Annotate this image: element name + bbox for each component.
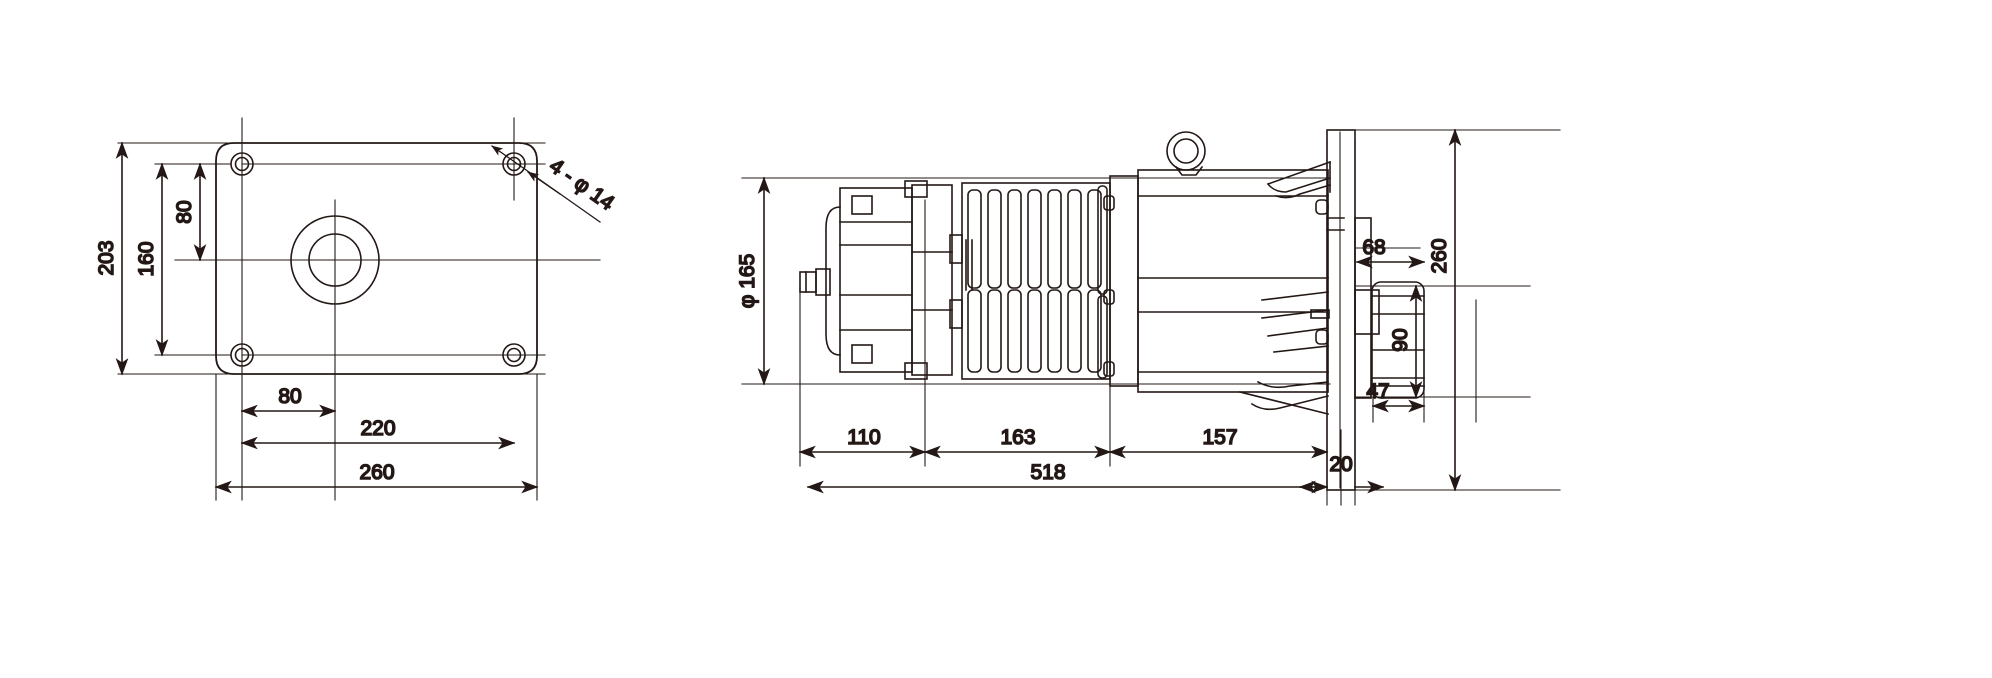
dim-90-label: 90: [1389, 328, 1412, 351]
cooling-fins-lower: [967, 289, 1102, 373]
mounting-rib-upper: [1266, 160, 1332, 199]
lifting-eye-ring: [1166, 131, 1206, 176]
hole-callout-leader: [491, 145, 601, 223]
mounting-rib-lower: [1239, 380, 1329, 415]
cooling-fins-upper: [967, 189, 1102, 289]
dim-163-label: 163: [1000, 426, 1035, 449]
dim-80-vertical-label: 80: [173, 200, 196, 223]
motor-adapter-ring: [1103, 175, 1139, 387]
pump-side-elevation-view: φ 165: [735, 128, 1561, 506]
dim-157-label: 157: [1202, 426, 1237, 449]
dim-260-width-label: 260: [359, 461, 394, 484]
extension-lines-shaft: [1326, 129, 1561, 491]
cooling-fin-barrel: [961, 182, 1111, 380]
dim-phi165-label: φ 165: [736, 254, 759, 309]
plate-outline: [215, 142, 538, 375]
pump-head: [799, 180, 928, 380]
motor-housing: [1137, 169, 1329, 393]
base-plate-plan-view: 203 160 80 80 220 260 4 - φ 14: [94, 117, 619, 501]
dim-110-label: 110: [847, 426, 880, 449]
dim-68-label: 68: [1362, 236, 1385, 259]
dim-20-label: 20: [1329, 453, 1352, 476]
motor-end-ribs: [1261, 291, 1329, 353]
dim-47-label: 47: [1366, 380, 1389, 403]
dim-260-height-label: 260: [1428, 238, 1451, 273]
flange-inner-boss: [1354, 217, 1380, 399]
end-flange-plate: [1310, 129, 1356, 491]
dim-518-label: 518: [1030, 461, 1065, 484]
inlet-port-nozzle: [799, 268, 831, 296]
extension-lines-left-view: [117, 142, 546, 501]
pump-transition-block: [911, 184, 963, 376]
callout-4-phi-14-label: 4 - φ 14: [545, 154, 618, 215]
dim-220-label: 220: [360, 417, 395, 440]
dim-160-label: 160: [135, 241, 158, 276]
dim-203-label: 203: [95, 240, 118, 275]
dim-80-horizontal-label: 80: [278, 385, 301, 408]
